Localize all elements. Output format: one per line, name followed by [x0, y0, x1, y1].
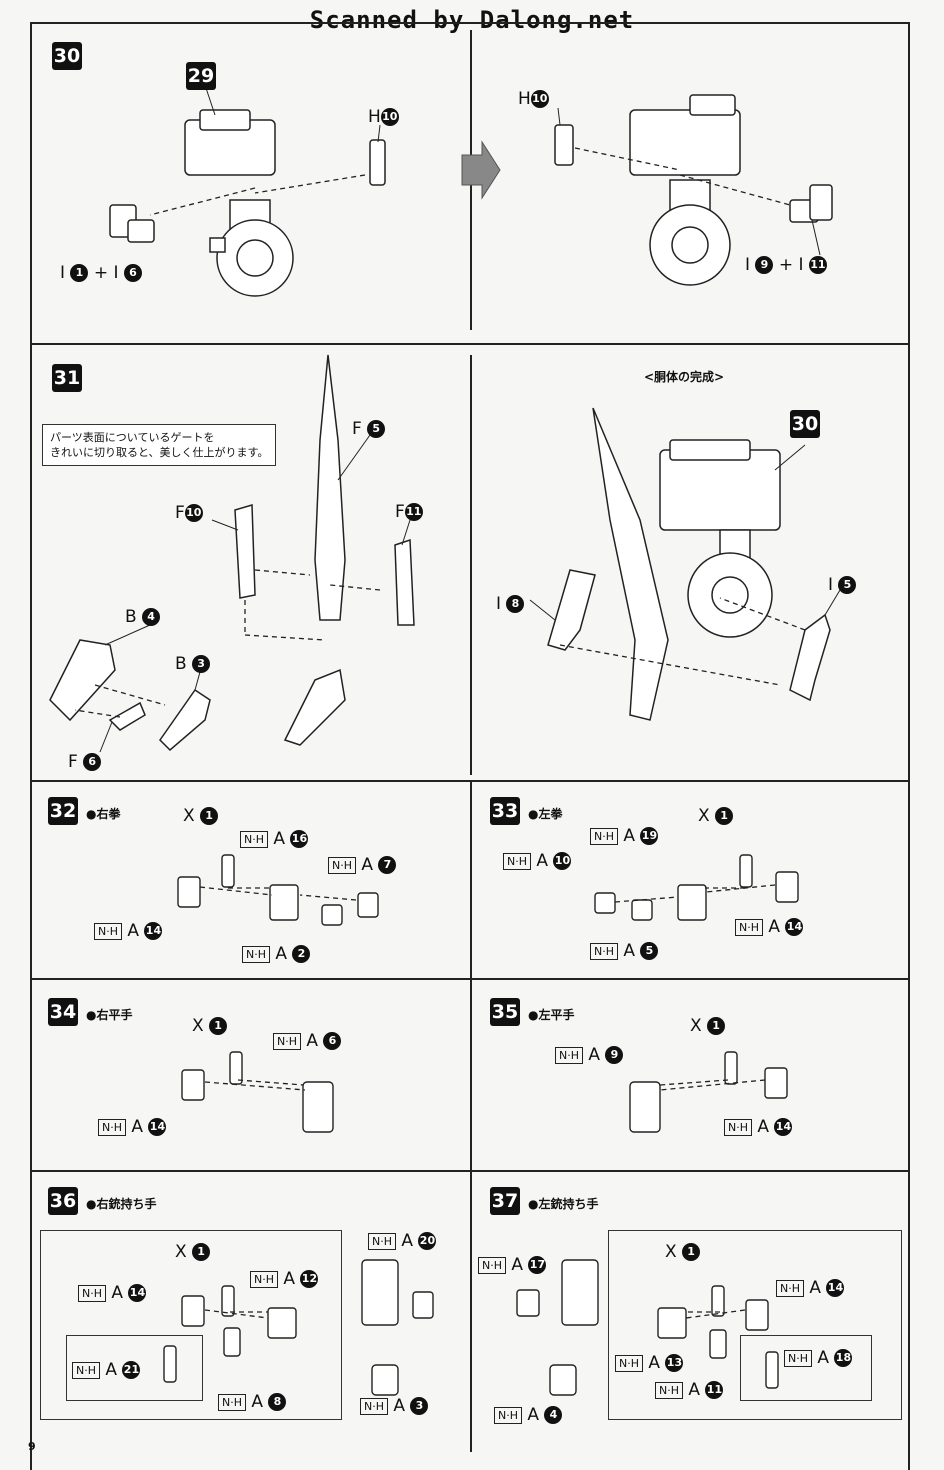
label-37-a13: N·H A 13 [615, 1353, 684, 1373]
label-i9-i11: I 9 + I 11 [745, 255, 827, 275]
step-30-badge: 30 [52, 42, 82, 70]
label-37-x1: X 1 [665, 1242, 701, 1262]
label-36-a12: N·H A 12 [250, 1269, 319, 1289]
label-33-x1: X 1 [698, 806, 734, 826]
label-36-a3: N·H A 3 [360, 1396, 429, 1416]
label-33-a14: N·H A 14 [735, 917, 804, 937]
page-number: 9 [28, 1440, 36, 1453]
torso-part-right [629, 94, 741, 286]
sword-hilt-assembled [283, 668, 346, 746]
label-36-a20: N·H A 20 [368, 1231, 437, 1251]
label-35-a9: N·H A 9 [555, 1045, 624, 1065]
label-33-a5: N·H A 5 [590, 941, 659, 961]
step-32-badge: 32 [48, 797, 78, 825]
label-b3: B 3 [175, 654, 211, 674]
label-36-a14: N·H A 14 [78, 1283, 147, 1303]
label-h10-right: H10 [518, 89, 549, 109]
label-step29: 29 [186, 62, 216, 90]
part-f11 [394, 538, 415, 626]
part-h10-right [554, 124, 574, 166]
label-32-a7: N·H A 7 [328, 855, 397, 875]
part-i5 [789, 613, 831, 702]
part-i6-left [127, 219, 155, 243]
label-i5: I 5 [828, 575, 857, 595]
label-33-a19: N·H A 19 [590, 826, 659, 846]
label-37-a4: N·H A 4 [494, 1405, 563, 1425]
label-33-a10: N·H A 10 [503, 851, 572, 871]
scan-watermark: Scanned by Dalong.net [309, 6, 635, 34]
step-34-title: ●右平手 [86, 1008, 133, 1022]
label-step30-ref: 30 [790, 410, 820, 438]
hand-parts [163, 854, 799, 1396]
leader-lines [99, 84, 841, 753]
completion-caption: <胴体の完成> [644, 370, 725, 384]
step-31-badge: 31 [52, 364, 82, 392]
label-f5: F 5 [352, 419, 386, 439]
label-i1-i6: I 1 + I 6 [60, 263, 142, 283]
label-32-a14: N·H A 14 [94, 921, 163, 941]
step-33-title: ●左拳 [528, 807, 563, 821]
step-36-title: ●右銃持ち手 [86, 1197, 157, 1211]
part-b3 [159, 688, 211, 752]
label-32-x1: X 1 [183, 806, 219, 826]
step-37-detail-box [740, 1335, 872, 1401]
label-f6: F 6 [68, 752, 102, 772]
sword-blade-right [592, 407, 669, 721]
assembly-arrows [74, 147, 806, 1319]
step-37-subassembly-box [608, 1230, 902, 1420]
label-36-a21: N·H A 21 [72, 1360, 141, 1380]
part-f6 [108, 701, 146, 731]
label-34-a14: N·H A 14 [98, 1117, 167, 1137]
label-b4: B 4 [125, 607, 161, 627]
torso-part-left [184, 109, 294, 297]
sword-blade-left [314, 354, 346, 621]
label-37-a17: N·H A 17 [478, 1255, 547, 1275]
part-f10 [234, 504, 256, 599]
step-36-subassembly-box [40, 1230, 342, 1420]
step-34-badge: 34 [48, 998, 78, 1026]
label-36-x1: X 1 [175, 1242, 211, 1262]
torso-completed [659, 439, 781, 638]
step-33-badge: 33 [490, 797, 520, 825]
label-i8: I 8 [496, 594, 525, 614]
label-f11: F11 [395, 502, 423, 522]
step-36-badge: 36 [48, 1187, 78, 1215]
label-37-a14: N·H A 14 [776, 1278, 845, 1298]
label-34-a6: N·H A 6 [273, 1031, 342, 1051]
label-37-a11: N·H A 11 [655, 1380, 724, 1400]
step-35-title: ●左平手 [528, 1008, 575, 1022]
part-h10-left [369, 139, 386, 186]
step-transition-arrow [461, 140, 501, 200]
label-37-a18: N·H A 18 [784, 1348, 853, 1368]
step-32-title: ●右拳 [86, 807, 121, 821]
label-35-a14: N·H A 14 [724, 1117, 793, 1137]
label-32-a16: N·H A 16 [240, 829, 309, 849]
part-i8 [547, 569, 596, 651]
label-35-x1: X 1 [690, 1016, 726, 1036]
step-37-badge: 37 [490, 1187, 520, 1215]
part-b4 [49, 639, 116, 722]
label-h10-left: H10 [368, 107, 399, 127]
label-f10: F10 [175, 503, 203, 523]
tip-note: パーツ表面についているゲートを きれいに切り取ると、美しく仕上がります。 [42, 424, 277, 466]
step-35-badge: 35 [490, 998, 520, 1026]
step-37-title: ●左銃持ち手 [528, 1197, 599, 1211]
step-36-detail-box [66, 1335, 203, 1401]
label-34-x1: X 1 [192, 1016, 228, 1036]
label-32-a2: N·H A 2 [242, 944, 311, 964]
part-i11-right [809, 184, 833, 221]
label-36-a8: N·H A 8 [218, 1392, 287, 1412]
